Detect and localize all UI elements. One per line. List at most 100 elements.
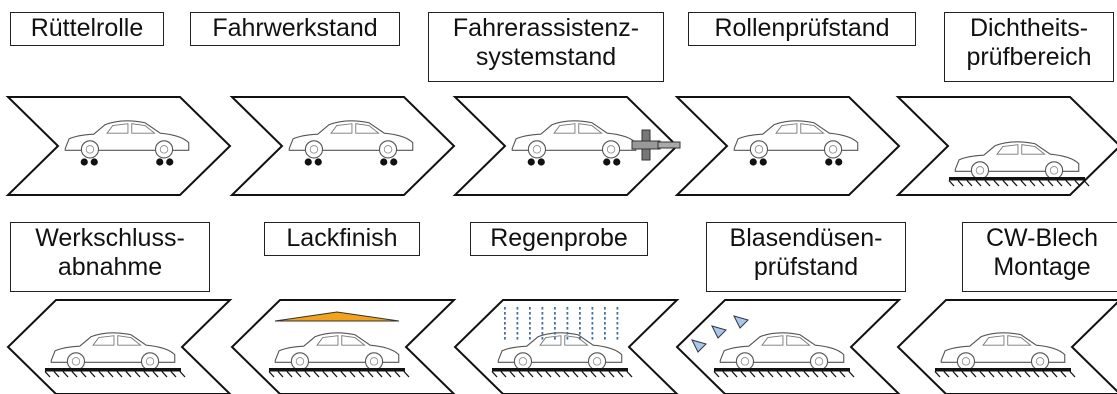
rain-drop xyxy=(591,327,594,330)
car-window xyxy=(775,123,798,134)
conveyor-hatch xyxy=(518,371,525,378)
rain-drop xyxy=(591,312,594,315)
rain-drop xyxy=(504,327,506,330)
conveyor-hatch xyxy=(134,371,141,378)
rain-drop xyxy=(541,332,544,335)
rain-drop xyxy=(566,322,569,325)
label-regenprobe: Regenprobe xyxy=(470,222,648,256)
car-wheel xyxy=(80,140,100,159)
rain-drop xyxy=(529,307,531,310)
conveyor-belt xyxy=(45,368,181,372)
car-wheel xyxy=(809,352,829,371)
roller-dot xyxy=(749,158,757,166)
station-chevron-row1 xyxy=(229,96,456,196)
conveyor-belt xyxy=(935,368,1071,372)
conveyor-hatch xyxy=(812,371,819,378)
rain-drop xyxy=(591,332,594,335)
conveyor-hatch xyxy=(1015,371,1022,378)
conveyor-hatch xyxy=(1033,371,1040,378)
car-hub xyxy=(369,357,379,366)
rain-drop xyxy=(604,337,606,340)
rain-drop xyxy=(554,327,556,330)
conveyor-hatch xyxy=(1038,180,1045,187)
rain-drop xyxy=(616,322,619,325)
conveyor-hatch xyxy=(62,371,69,378)
car-wheel xyxy=(735,352,755,371)
rain-drop xyxy=(541,322,544,325)
conveyor-hatch xyxy=(821,371,828,378)
rain-drop xyxy=(591,322,594,325)
rain-drop xyxy=(516,317,519,320)
car-hub xyxy=(740,357,750,366)
car-hub xyxy=(975,166,985,175)
rain-drop xyxy=(541,307,544,310)
conveyor-hatch xyxy=(385,371,392,378)
conveyor-hatch xyxy=(143,371,150,378)
rain-drop xyxy=(604,327,606,330)
conveyor-hatch xyxy=(491,371,498,378)
rain-drop xyxy=(504,332,506,335)
conveyor-hatch xyxy=(713,371,720,378)
conveyor-hatch xyxy=(500,371,507,378)
conveyor-hatch xyxy=(340,371,347,378)
nozzle-cone xyxy=(733,315,749,329)
conveyor-hatch xyxy=(758,371,765,378)
conveyor-hatch xyxy=(794,371,801,378)
car-wheel xyxy=(66,352,86,371)
roller-dot xyxy=(537,158,545,166)
conveyor-hatch xyxy=(948,180,955,187)
rain-drop xyxy=(604,322,606,325)
rain-drop xyxy=(591,317,594,320)
rain-drop xyxy=(579,332,581,335)
roller-dot xyxy=(80,158,88,166)
conveyor-hatch xyxy=(358,371,365,378)
car-wheel xyxy=(527,140,547,159)
car-wheel xyxy=(587,352,607,371)
station-chevron-row2 xyxy=(675,299,902,394)
rain-drop xyxy=(566,337,569,340)
car-hub xyxy=(592,357,602,366)
conveyor-hatch xyxy=(970,371,977,378)
car-hub xyxy=(1049,166,1059,175)
conveyor-hatch xyxy=(107,371,114,378)
rain-drop xyxy=(616,327,619,330)
car-hub xyxy=(828,145,838,154)
roller-dot xyxy=(380,158,388,166)
conveyor-hatch xyxy=(997,371,1004,378)
station-chevron-row2 xyxy=(6,299,233,394)
car-wheel xyxy=(956,352,976,371)
rain-drop xyxy=(604,307,606,310)
rain-drop xyxy=(591,307,594,310)
conveyor-belt xyxy=(949,177,1085,181)
conveyor-hatch xyxy=(984,180,991,187)
car-hub xyxy=(145,357,155,366)
conveyor-hatch xyxy=(286,371,293,378)
car-window xyxy=(341,335,366,346)
conveyor-hatch xyxy=(295,371,302,378)
car-window xyxy=(800,123,825,134)
car-window xyxy=(553,123,576,134)
conveyor-hatch xyxy=(44,371,51,378)
rain-drop xyxy=(616,312,619,315)
rain-drop xyxy=(604,332,606,335)
car-hub xyxy=(532,145,542,154)
station-chevron-row1 xyxy=(5,96,232,196)
conveyor-hatch xyxy=(367,371,374,378)
rain-drop xyxy=(579,337,581,340)
station-chevron-row1 xyxy=(452,96,681,196)
car-wheel xyxy=(823,140,843,159)
conveyor-hatch xyxy=(1002,180,1009,187)
conveyor-hatch xyxy=(1074,180,1081,187)
rain-drop xyxy=(516,337,519,340)
conveyor-hatch xyxy=(731,371,738,378)
rain-drop xyxy=(579,307,581,310)
conveyor-hatch xyxy=(934,371,941,378)
car-window xyxy=(1021,144,1046,155)
conveyor-hatch xyxy=(776,371,783,378)
conveyor-hatch xyxy=(848,371,855,378)
rain-drop xyxy=(566,317,569,320)
car-hub xyxy=(1035,357,1045,366)
car-wheel xyxy=(513,352,533,371)
car-hub xyxy=(961,357,971,366)
